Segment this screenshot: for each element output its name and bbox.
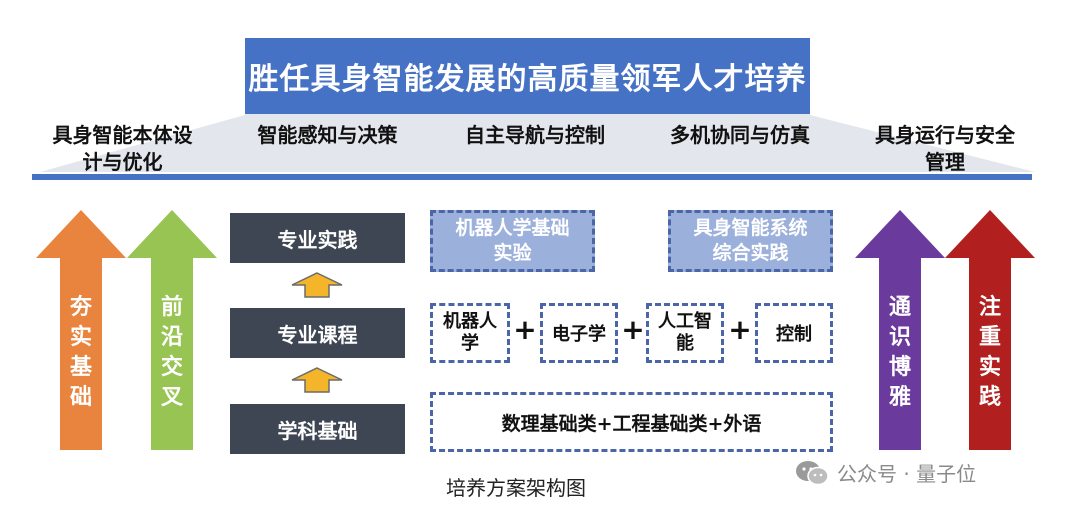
plus-sign: + — [728, 313, 752, 346]
pillar-perception: 智能感知与决策 — [257, 123, 398, 147]
title-box-bg — [245, 38, 810, 114]
foundation-courses: 数理基础类+工程基础类+外语 — [430, 392, 833, 452]
stack-courses: 专业课程 — [230, 308, 405, 358]
arrow-liberal-arts-label: 通识博雅 — [888, 295, 911, 410]
roof-base-line — [32, 174, 1032, 180]
pillar-body-design-line1: 具身智能本体设 — [52, 123, 193, 147]
pillar-navigation: 自主导航与控制 — [465, 123, 605, 147]
arrow-liberal-arts — [855, 210, 945, 450]
arrow-solid-foundation-label: 夯实基础 — [69, 295, 92, 410]
wechat-icon — [796, 460, 829, 485]
arrow-solid-foundation — [36, 210, 126, 450]
arrow-frontier-cross-label: 前沿交叉 — [160, 295, 183, 410]
plus-sign: + — [621, 313, 645, 346]
stack-practice: 专业实践 — [230, 213, 405, 263]
pillar-safety-line2: 管理 — [925, 150, 965, 174]
up-arrow-icon — [291, 367, 343, 393]
pillar-safety: 具身运行与安全 管理 — [860, 122, 1030, 176]
practice-robotics-lab: 机器人学基础实验 — [430, 210, 595, 272]
main-title: 胜任具身智能发展的高质量领军人才培养 — [248, 62, 807, 97]
figure-caption: 培养方案架构图 — [446, 476, 586, 500]
watermark-text: 公众号 · 量子位 — [837, 462, 977, 486]
up-arrow-icon — [291, 272, 343, 298]
watermark: 公众号 · 量子位 — [795, 458, 976, 487]
course-control: 控制 — [755, 303, 833, 363]
stack-foundation: 学科基础 — [230, 404, 405, 454]
roof-diagram — [32, 38, 1035, 180]
arrow-practice-focus-label: 注重实践 — [978, 295, 1001, 410]
course-ai: 人工智能 — [646, 303, 724, 363]
arrow-frontier-cross — [127, 210, 217, 450]
course-electronics: 电子学 — [540, 303, 618, 363]
pillar-body-design: 具身智能本体设 计与优化 — [40, 122, 205, 176]
arrow-practice-focus — [945, 210, 1035, 450]
pillar-safety-line1: 具身运行与安全 — [875, 123, 1015, 147]
course-robotics: 机器人学 — [430, 303, 510, 363]
practice-embodied-system: 具身智能系统综合实践 — [668, 210, 833, 272]
pillar-multi-robot: 多机协同与仿真 — [670, 123, 810, 147]
plus-sign: + — [513, 313, 537, 346]
pillar-body-design-line2: 计与优化 — [82, 150, 163, 174]
